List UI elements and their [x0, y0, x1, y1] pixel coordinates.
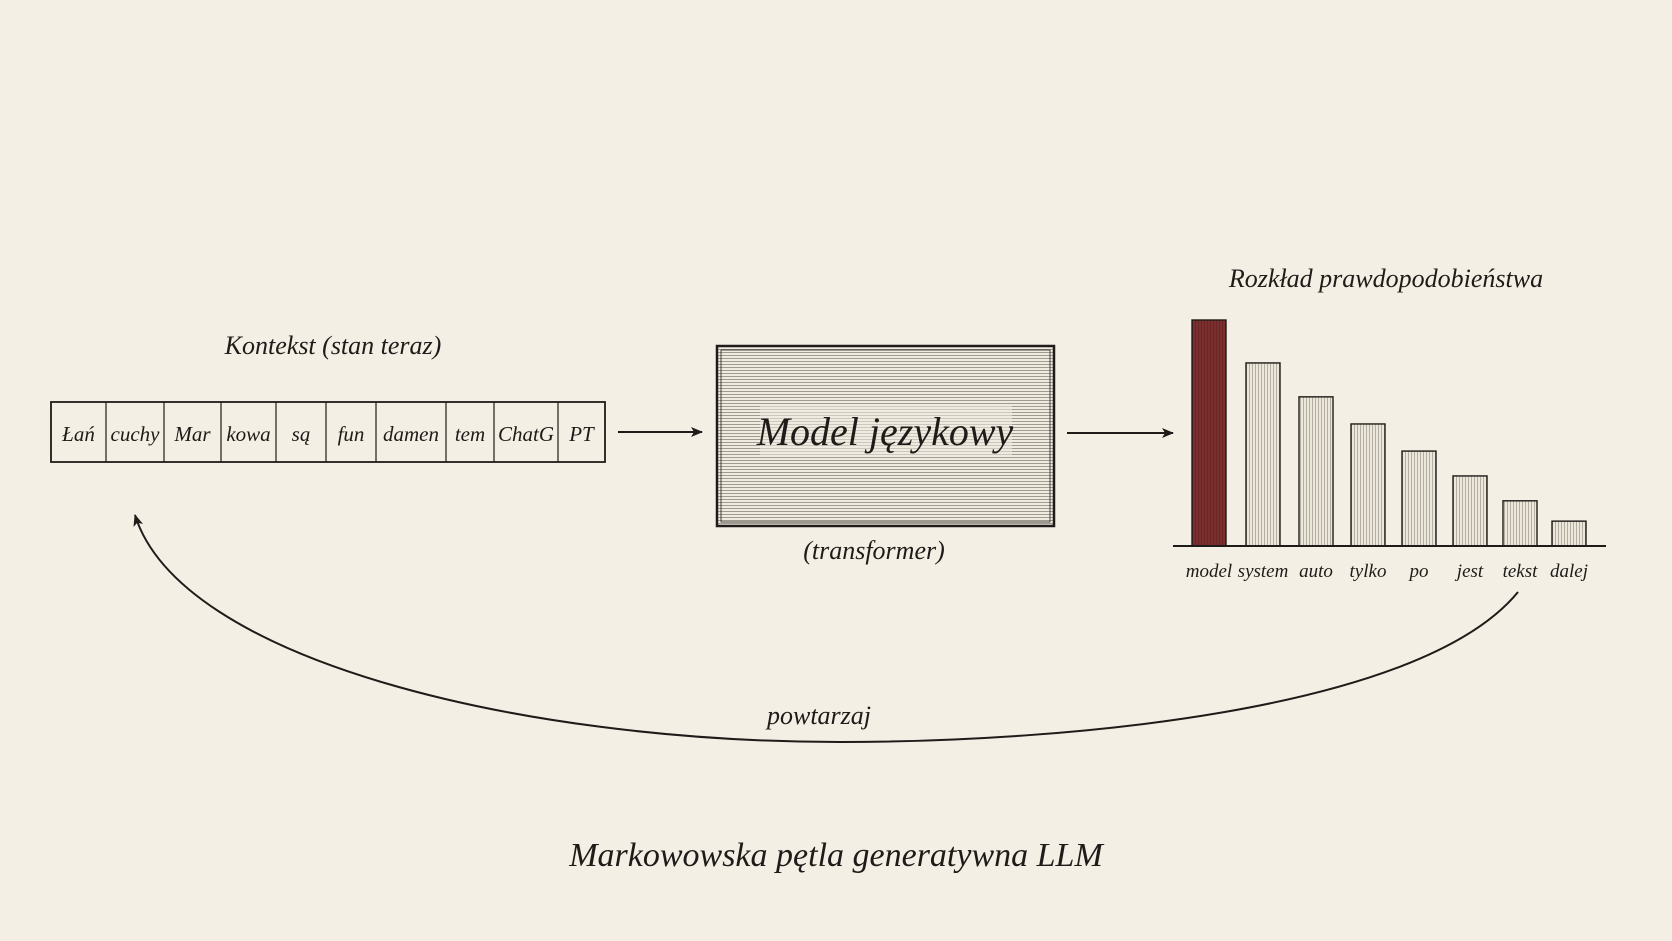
model-box: Model językowy [715, 344, 1056, 528]
context-token: damen [383, 422, 439, 446]
chart-title: Rozkład prawdopodobieństwa [1228, 264, 1543, 293]
probability-bar [1452, 475, 1488, 547]
model-box-inner-frame [720, 349, 1051, 523]
context-token: tem [455, 422, 485, 446]
context-token: PT [568, 422, 595, 446]
bar-label: auto [1299, 561, 1333, 582]
bar-label: system [1238, 561, 1289, 582]
figure-caption: Markowowska pętla generatywna LLM [568, 837, 1104, 874]
model-label-backdrop [760, 405, 1012, 457]
bar-label: po [1408, 561, 1429, 582]
probability-bar [1191, 319, 1227, 547]
bar-label: model [1186, 561, 1232, 582]
context-token: kowa [226, 422, 270, 446]
bar-label: tylko [1350, 561, 1387, 582]
loop-label: powtarzaj [765, 701, 871, 730]
probability-bar [1551, 520, 1587, 547]
probability-bar [1350, 423, 1386, 547]
model-label: Model językowy [756, 409, 1014, 454]
probability-bar [1502, 500, 1538, 547]
context-token: Mar [173, 422, 211, 446]
model-sublabel: (transformer) [803, 536, 945, 565]
probability-bar [1401, 450, 1437, 547]
context-token: są [292, 422, 311, 446]
token-strip-frame [50, 401, 606, 463]
context-token: ChatG [498, 422, 554, 446]
probability-bar [1298, 396, 1334, 547]
feedback-loop-arrow [133, 514, 1519, 744]
context-token: cuchy [111, 422, 161, 446]
bar-label: tekst [1503, 561, 1539, 582]
probability-bar [1245, 362, 1281, 547]
context-token: Łań [61, 422, 95, 446]
context-label: Kontekst (stan teraz) [224, 331, 442, 360]
bar-label: jest [1454, 561, 1484, 582]
context-token: fun [338, 422, 365, 446]
bar-label: dalej [1550, 561, 1588, 582]
